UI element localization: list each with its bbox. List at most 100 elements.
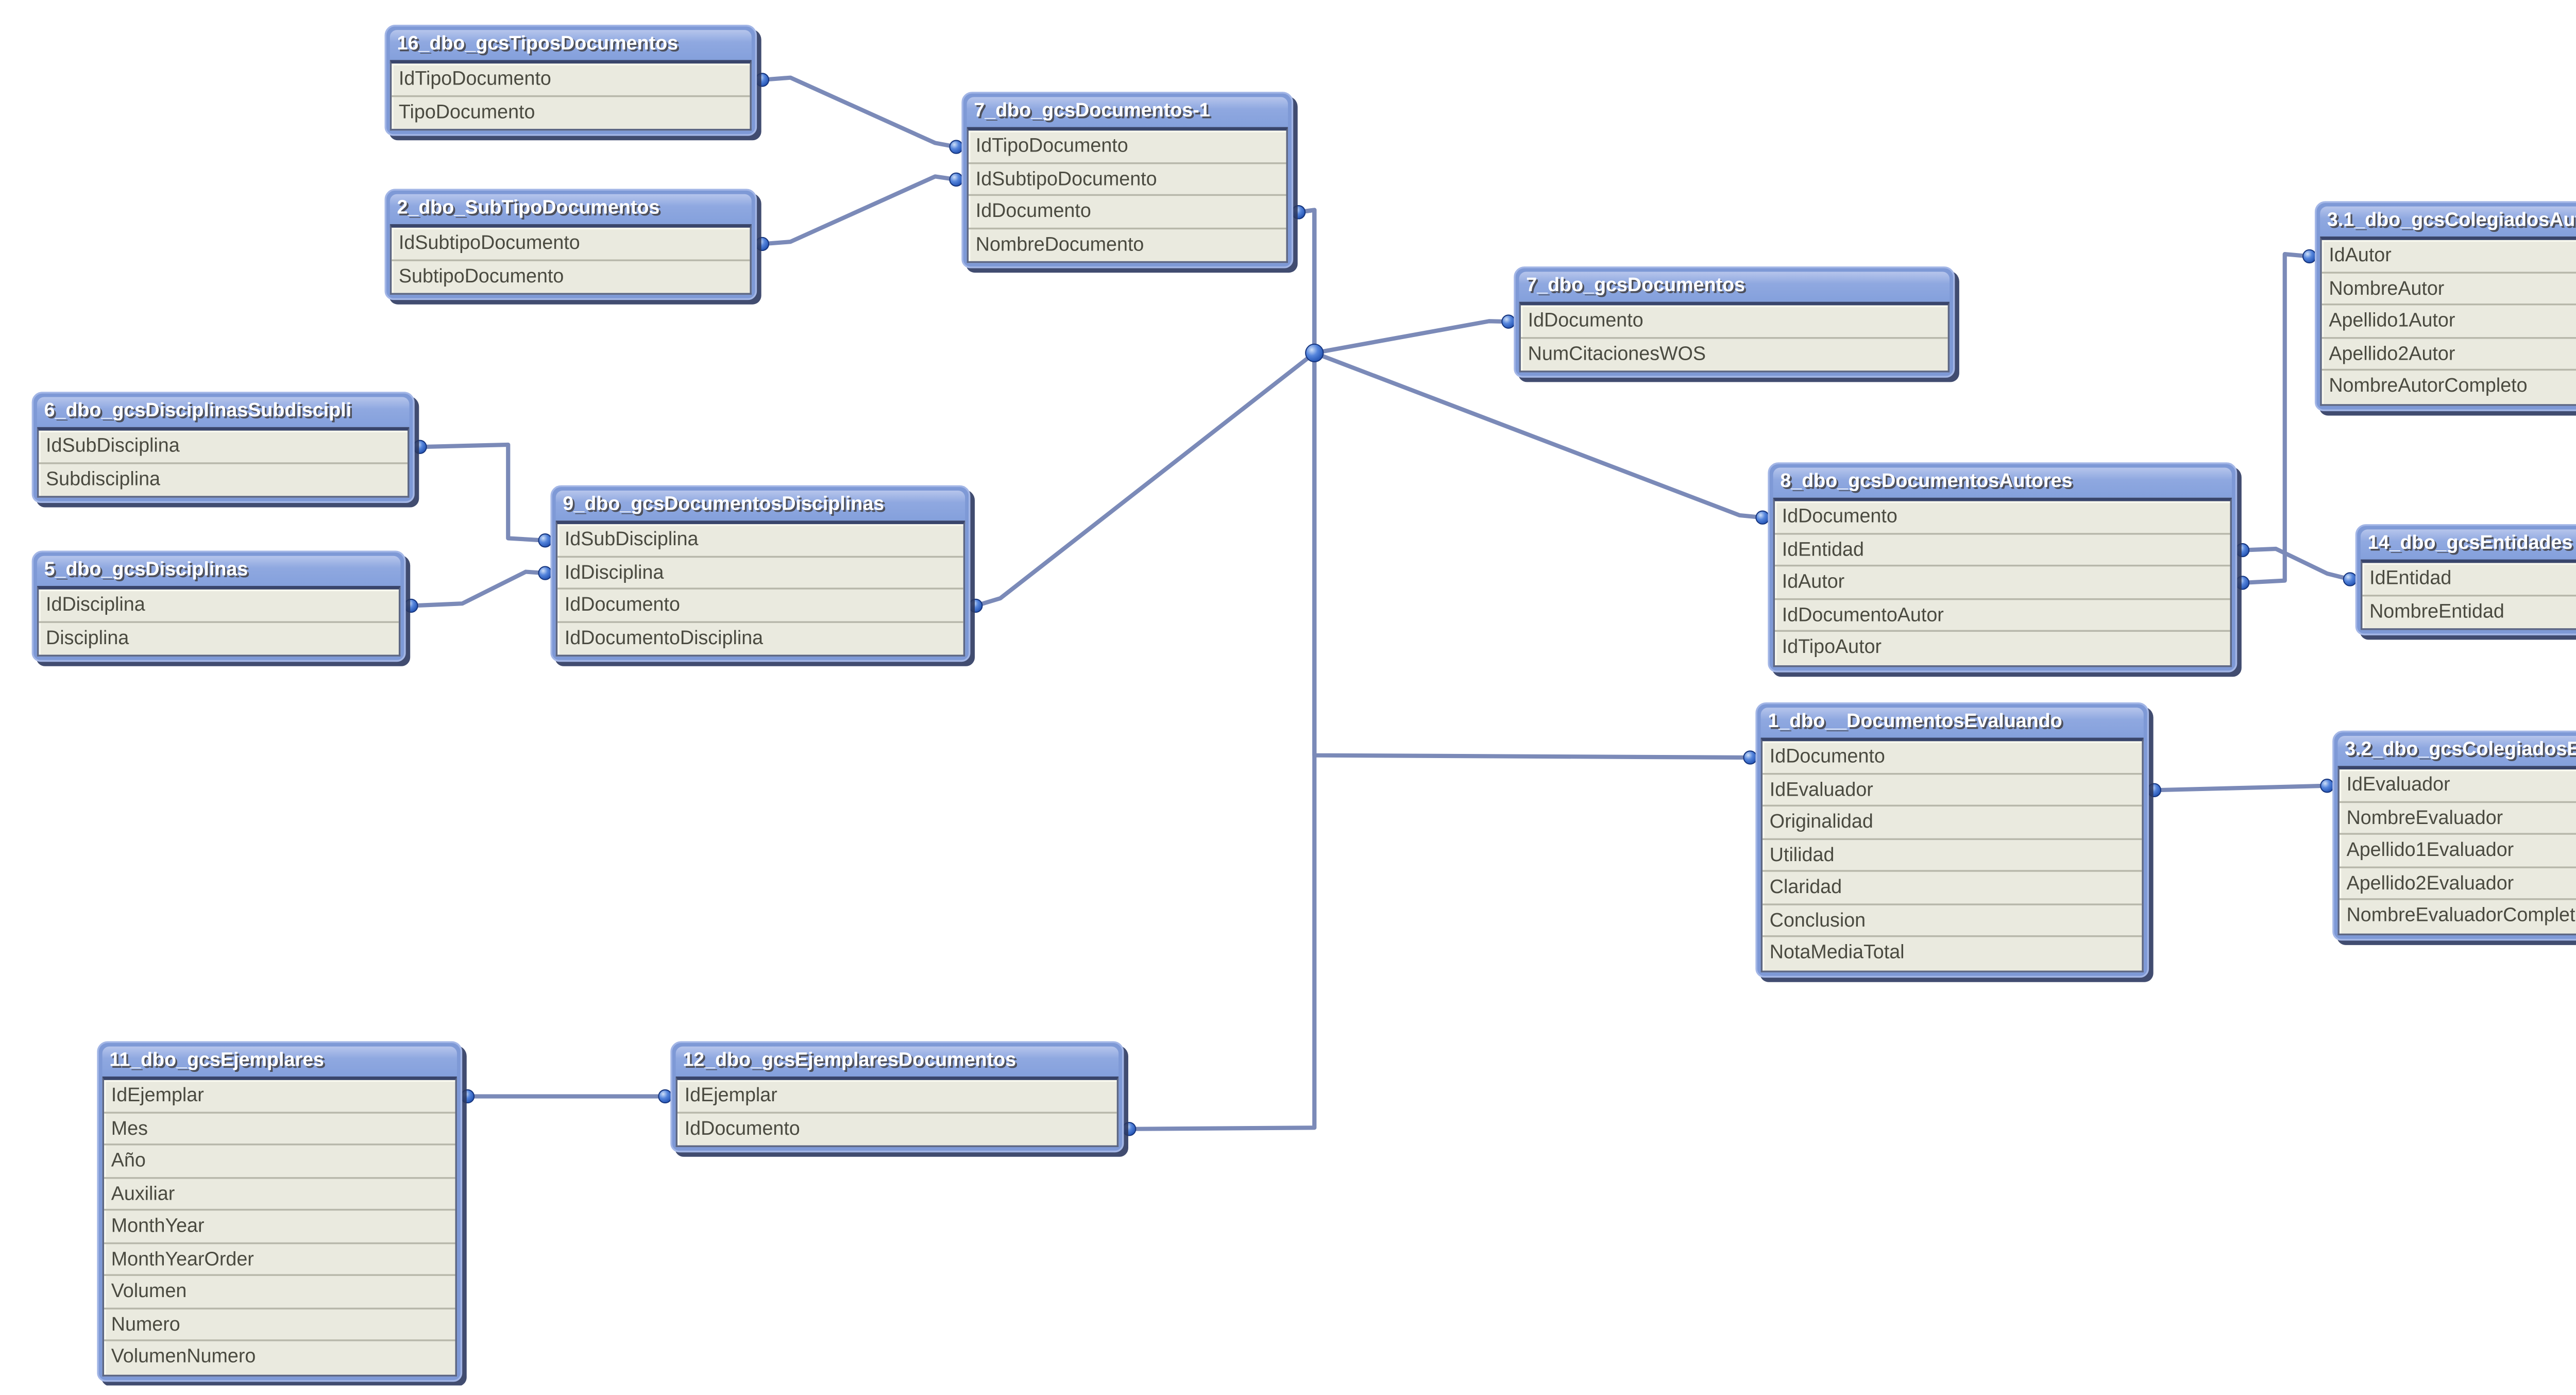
field-row: IdEntidad [1775, 534, 2230, 567]
field-row: IdEntidad [2362, 563, 2576, 596]
field-row: IdEjemplar [104, 1080, 455, 1113]
field-row: Numero [104, 1308, 455, 1341]
relationship-line [760, 75, 959, 149]
table-title[interactable]: 16_dbo_gcsTiposDocumentos [389, 30, 752, 60]
field-row: IdTipoDocumento [392, 63, 750, 96]
connector-dot [1291, 205, 1306, 220]
connector-dot [1291, 205, 1306, 220]
connector-dot [755, 73, 770, 87]
connector-dot [460, 1089, 475, 1104]
relationship-line [973, 208, 1317, 608]
connector-dot [2235, 576, 2250, 590]
table-title[interactable]: 8_dbo_gcsDocumentosAutores [1773, 467, 2232, 498]
relationship-line [2240, 252, 2312, 585]
field-row: IdDisciplina [39, 590, 399, 623]
field-row: Utilidad [1762, 839, 2142, 872]
table-title[interactable]: 2_dbo_SubTipoDocumentos [389, 194, 752, 224]
field-row: VolumenNumero [111, 1346, 256, 1368]
connector-dot [1291, 205, 1306, 220]
relationship-line [760, 174, 959, 246]
field-row: IdSubtipoDocumento [392, 228, 750, 261]
relationship-line [2240, 546, 2352, 582]
relationship-line [1127, 208, 1317, 1131]
field-row: NombreEvaluadorCompleto [2346, 905, 2576, 927]
field-row: IdDocumento [1762, 741, 2142, 774]
field-row: MonthYearOrder [104, 1243, 455, 1276]
field-row: MonthYear [104, 1211, 455, 1243]
table-title[interactable]: 5_dbo_gcsDisciplinas [37, 556, 401, 586]
field-row: NumCitacionesWOS [1528, 343, 1706, 365]
connector-dot [538, 566, 552, 580]
field-row: IdEvaluador [2339, 769, 2576, 802]
table-3.2_dbo_gcsColegiadosEvaluador[interactable]: 3.2_dbo_gcsColegiadosEvaluadorIdEvaluado… [2332, 730, 2576, 940]
field-row: Auxiliar [104, 1178, 455, 1211]
field-row: NombreEntidad [2369, 601, 2504, 623]
table-title[interactable]: 7_dbo_gcsDocumentos [1519, 272, 1950, 302]
connector-dot [658, 1089, 672, 1104]
connector-dot [1122, 1122, 1137, 1136]
table-title[interactable]: 3.1_dbo_gcsColegiadosAutor [2320, 206, 2576, 237]
field-row: IdTipoAutor [1782, 637, 1882, 659]
field-row: IdDisciplina [557, 557, 963, 590]
connector-dot [1291, 205, 1306, 220]
field-row: Apellido2Evaluador [2339, 867, 2576, 900]
field-row: IdDocumentoAutor [1775, 599, 2230, 632]
connector-dot [949, 140, 963, 154]
field-row: IdDocumento [684, 1118, 800, 1139]
table-title[interactable]: 9_dbo_gcsDocumentosDisciplinas [555, 491, 965, 521]
field-row: NotaMediaTotal [1769, 942, 1905, 964]
field-row: NombreEvaluador [2339, 802, 2576, 835]
field-row: IdDocumento [969, 196, 1286, 229]
field-row: IdAutor [2321, 240, 2576, 273]
connector-dot [755, 237, 770, 251]
connector-dot [2320, 779, 2334, 793]
table-title[interactable]: 3.2_dbo_gcsColegiadosEvaluador [2337, 736, 2576, 766]
table-title[interactable]: 7_dbo_gcsDocumentos-1 [967, 97, 1288, 127]
field-row: NombreAutor [2321, 273, 2576, 306]
connector-dot [2235, 543, 2250, 558]
field-row: IdEvaluador [1762, 774, 2142, 806]
field-row: Claridad [1762, 872, 2142, 905]
field-row: SubtipoDocumento [398, 265, 564, 287]
table-title[interactable]: 14_dbo_gcsEntidades [2360, 529, 2576, 560]
field-row: TipoDocumento [398, 101, 535, 123]
field-row: Subdisciplina [46, 468, 161, 490]
connector-dot [1755, 510, 1770, 525]
relationship-line [2152, 783, 2330, 793]
connector-dot [2147, 783, 2162, 798]
connector-dot [404, 598, 418, 613]
connector-dot [1501, 314, 1516, 329]
table-title[interactable]: 1_dbo__DocumentosEvaluando [1760, 708, 2144, 738]
field-row: IdDocumento [1520, 305, 1948, 338]
table-title[interactable]: 11_dbo_gcsEjemplares [102, 1046, 457, 1077]
connector-dot [969, 598, 983, 613]
table-title[interactable]: 6_dbo_gcsDisciplinasSubdiscipli [37, 397, 410, 427]
field-row: NombreDocumento [975, 233, 1144, 255]
connector-dot [1291, 205, 1306, 220]
field-row: IdSubDisciplina [557, 524, 963, 557]
table-title[interactable]: 12_dbo_gcsEjemplaresDocumentos [675, 1046, 1119, 1077]
